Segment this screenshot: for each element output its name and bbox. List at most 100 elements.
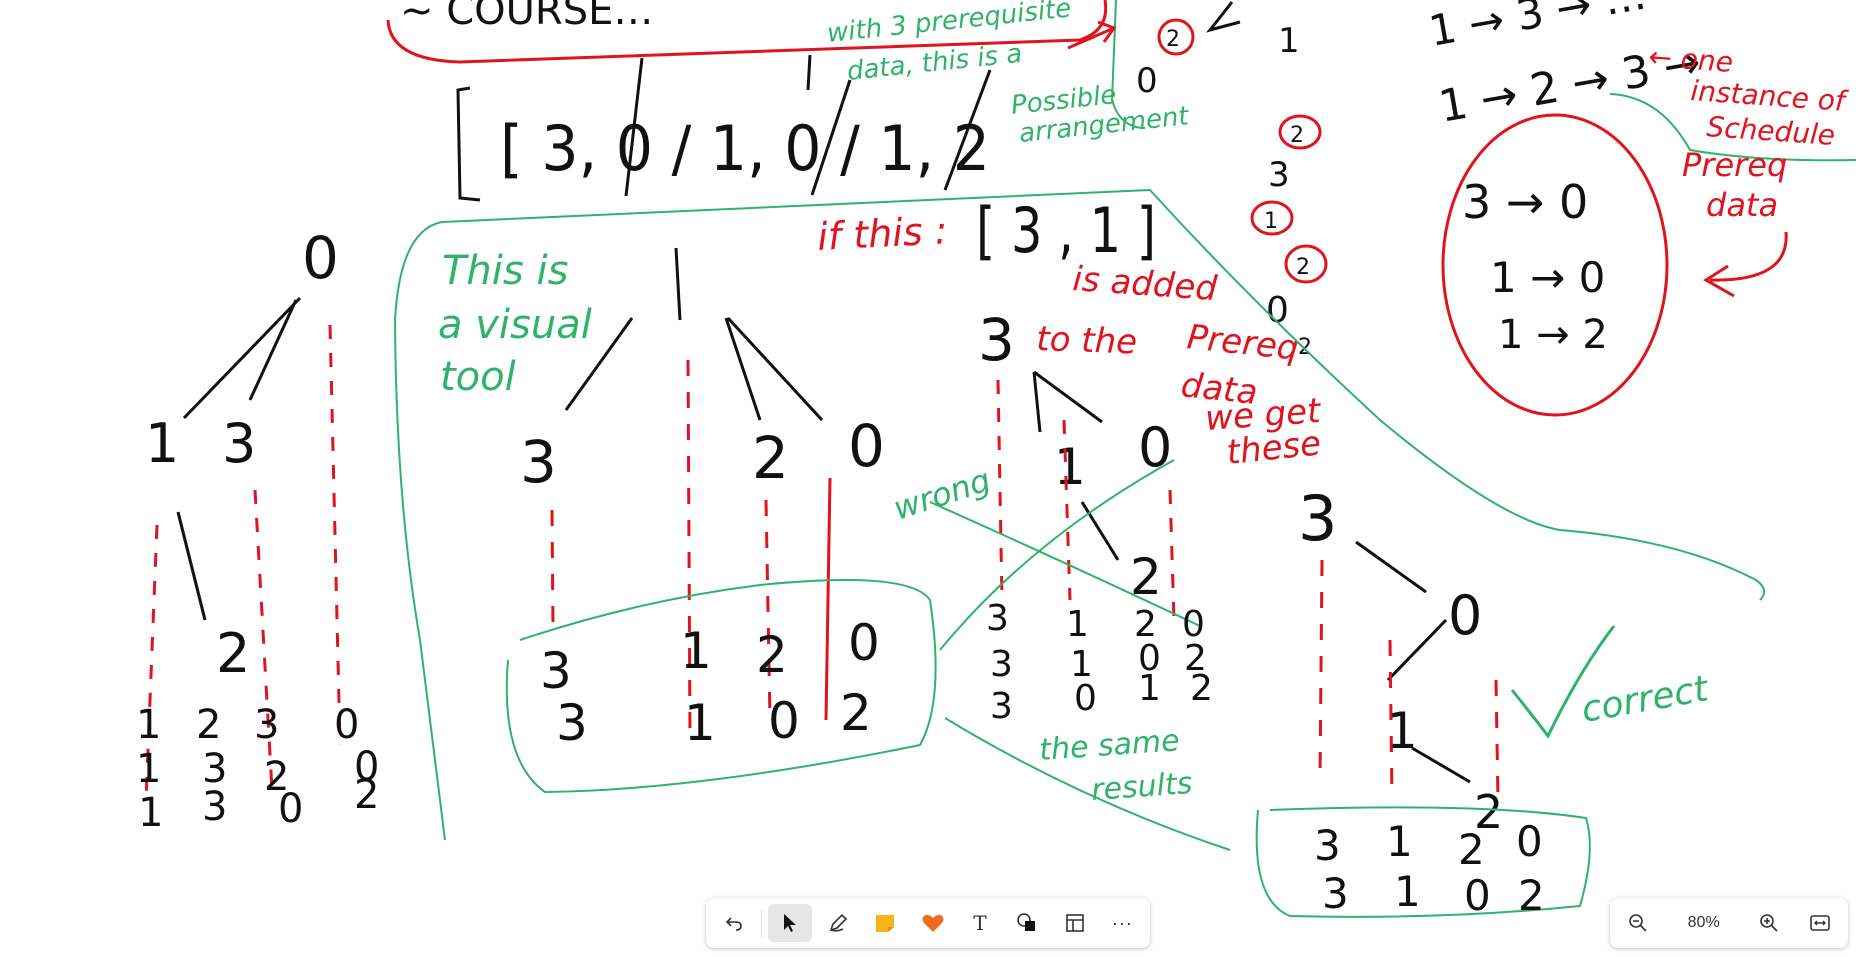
more-icon: ··· <box>1111 912 1133 933</box>
svg-text:3: 3 <box>202 784 227 830</box>
svg-text:0: 0 <box>848 614 880 672</box>
sticky-note-button[interactable] <box>863 904 906 942</box>
pen-icon <box>829 913 847 932</box>
shapes-tool-button[interactable] <box>1006 904 1049 942</box>
svg-text:a visual: a visual <box>438 302 592 348</box>
tree-3: 3 1 0 2 wrong 3 3 3 1 1 0 2 0 1 0 2 2 th… <box>889 306 1231 851</box>
zoom-in-icon <box>1760 914 1778 932</box>
prereq-circle-items: 3 → 0 1 → 0 1 → 2 <box>1462 175 1608 358</box>
svg-text:3: 3 <box>202 746 227 792</box>
svg-text:1: 1 <box>684 694 716 752</box>
svg-text:1: 1 <box>1138 668 1161 709</box>
svg-text:2: 2 <box>1298 335 1312 360</box>
pointer-icon <box>784 914 797 932</box>
added-pair: [ 3 , 1 ] <box>976 194 1156 267</box>
frame-tool-button[interactable] <box>1053 904 1096 942</box>
svg-text:to the: to the <box>1036 319 1138 362</box>
tree1-child-1: 1 <box>145 412 179 475</box>
svg-text:3: 3 <box>540 642 572 700</box>
shapes-icon <box>1017 913 1036 931</box>
svg-text:tool: tool <box>440 354 516 400</box>
tree3-child-1: 1 <box>1054 438 1086 496</box>
svg-text:2: 2 <box>1134 604 1157 645</box>
svg-text:3: 3 <box>1268 155 1290 195</box>
svg-text:1: 1 <box>1394 867 1421 916</box>
svg-text:← one: ← one <box>1648 40 1735 79</box>
fit-to-screen-button[interactable] <box>1800 905 1840 941</box>
prereq-circle <box>1441 113 1669 417</box>
zoom-level[interactable]: 80% <box>1687 914 1720 931</box>
svg-text:2: 2 <box>1458 825 1485 874</box>
svg-text:2: 2 <box>1184 638 1207 679</box>
svg-text:This is: This is <box>442 248 568 294</box>
svg-text:2: 2 <box>756 626 788 684</box>
svg-text:0: 0 <box>1266 290 1289 331</box>
svg-text:1: 1 <box>1278 21 1300 61</box>
svg-text:0: 0 <box>1182 604 1205 645</box>
svg-text:Prereq: Prereq <box>1682 146 1787 184</box>
tree-1: 0 1 3 2 1 1 1 2 3 3 3 2 0 0 0 2 <box>136 224 379 836</box>
green-divider-right <box>1609 93 1856 162</box>
red-box-top <box>386 0 1108 64</box>
pen-tool-button[interactable] <box>816 904 859 942</box>
same-results-note: the same results <box>1038 723 1193 808</box>
svg-text:1: 1 <box>1070 644 1093 685</box>
zoom-out-icon <box>1629 914 1647 932</box>
svg-text:1: 1 <box>136 702 161 748</box>
if-this-label: if this : <box>816 208 948 259</box>
svg-text:0: 0 <box>1138 638 1161 679</box>
svg-text:1: 1 <box>138 790 163 836</box>
tree4-leaf: 2 <box>1474 785 1503 839</box>
svg-text:2: 2 <box>1518 871 1545 920</box>
zoom-out-button[interactable] <box>1618 905 1658 941</box>
svg-text:2: 2 <box>1296 255 1310 280</box>
svg-text:0: 0 <box>1136 61 1158 101</box>
check-mark <box>1510 625 1616 739</box>
svg-text:results: results <box>1090 766 1193 808</box>
green-bracket <box>1110 0 1146 129</box>
tree4-result-box <box>1255 806 1591 918</box>
red-arrow-note <box>1067 20 1117 50</box>
zoom-controls: 80% <box>1610 898 1848 948</box>
tree1-child-3: 3 <box>222 412 256 475</box>
tree4-node: 0 <box>1448 584 1482 647</box>
tree3-root: 3 <box>978 306 1015 374</box>
select-tool-button[interactable] <box>768 904 812 942</box>
svg-text:3: 3 <box>254 702 279 748</box>
more-options-button[interactable]: ··· <box>1101 904 1144 942</box>
svg-text:is added: is added <box>1071 259 1218 309</box>
svg-text:1: 1 <box>136 746 161 792</box>
frame-icon <box>1066 914 1084 932</box>
svg-text:3: 3 <box>1322 869 1349 918</box>
svg-text:1: 1 <box>1386 817 1413 866</box>
tree1-leaf: 2 <box>216 622 250 685</box>
zoom-in-button[interactable] <box>1749 905 1789 941</box>
text-tool-button[interactable]: T <box>958 904 1001 942</box>
reaction-button[interactable] <box>911 904 954 942</box>
tree1-root: 0 <box>302 224 339 292</box>
visual-tool-note: This is a visual tool <box>438 248 592 400</box>
svg-text:1: 1 <box>1264 209 1278 234</box>
tree2-result-box <box>505 579 937 794</box>
green-outline <box>393 188 1766 841</box>
tree4-root: 3 <box>1298 482 1337 555</box>
svg-text:3: 3 <box>990 686 1013 727</box>
tree-4: 3 0 1 2 3 1 2 0 3 1 0 2 correct <box>1255 482 1713 920</box>
prereq-data-label: Prereq data <box>1682 146 1787 224</box>
svg-text:the same: the same <box>1038 723 1181 768</box>
svg-text:0: 0 <box>1516 817 1543 866</box>
tree3-child-0: 0 <box>1138 416 1172 479</box>
wrong-label: wrong <box>889 461 995 528</box>
svg-text:0: 0 <box>354 744 379 790</box>
array-display <box>456 54 992 202</box>
svg-text:0: 0 <box>334 702 359 748</box>
svg-text:data: data <box>1706 186 1778 224</box>
undo-button[interactable] <box>712 904 755 942</box>
red-arrow-prereq <box>1703 231 1788 298</box>
svg-text:1: 1 <box>680 622 712 680</box>
svg-text:we get: we get <box>1204 391 1324 439</box>
svg-text:1: 1 <box>1066 604 1089 645</box>
svg-text:data: data <box>1179 365 1259 413</box>
svg-text:3 → 0: 3 → 0 <box>1462 175 1588 229</box>
